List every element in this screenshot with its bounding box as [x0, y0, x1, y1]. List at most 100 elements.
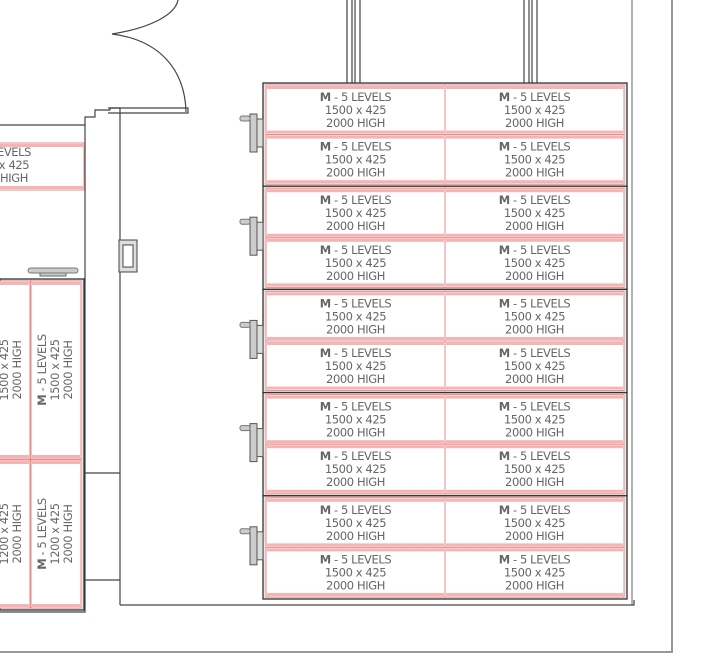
carriage-handle-icon[interactable] [249, 319, 258, 359]
bay-size: 1500 x 425 [325, 462, 386, 476]
bay-height: 2000 HIGH [505, 219, 564, 233]
rack-beam [446, 337, 623, 340]
bay-height: 2000 HIGH [10, 341, 24, 400]
bay-code: M [35, 559, 49, 570]
rack-beam [446, 283, 623, 287]
bay-height: 2000 HIGH [61, 505, 75, 564]
rack-beam [446, 489, 623, 493]
handle-grip [239, 115, 251, 122]
rack-beam [267, 593, 444, 596]
bay-size: 1200 x 425 [0, 503, 11, 564]
bay-levels: - 5 LEVELS [331, 296, 392, 310]
bay-code: M [320, 243, 331, 257]
bay-height: 2000 HIGH [326, 116, 385, 130]
rack-beam [267, 233, 444, 237]
rack-beam [32, 604, 80, 607]
bay-levels: - 5 LEVELS [331, 552, 392, 566]
handle-mount [256, 118, 264, 148]
bay-levels: - 5 LEVELS [510, 296, 571, 310]
carriage-handle-icon[interactable] [249, 216, 258, 256]
bay-height: 2000 HIGH [505, 475, 564, 489]
rack-bay [265, 443, 446, 495]
bay-level-label: M - 5 LEVELS [499, 346, 571, 360]
bay-height: 2000 HIGH [505, 166, 564, 180]
bay-level-label: M - 5 LEVELS [320, 296, 392, 310]
room-bottom-wall [120, 600, 635, 606]
bay-height: 2000 HIGH [505, 116, 564, 130]
rack-beam [267, 130, 444, 134]
bay-levels: - 5 LEVELS [510, 552, 571, 566]
bay-levels: - 5 LEVELS [331, 193, 392, 207]
bay-level-label: M - 5 LEVELS [499, 296, 571, 310]
bay-height: 2000 HIGH [326, 578, 385, 592]
bay-code: M [320, 400, 331, 414]
rack-beam [267, 543, 444, 547]
rack-bay [265, 340, 446, 392]
rack-bay [30, 459, 82, 609]
bay-height: 2000 HIGH [326, 219, 385, 233]
door-swing-arc [111, 33, 187, 113]
bay-code: M [499, 90, 510, 104]
rack-beam [0, 604, 29, 607]
bay-size: 1500 x 425 [325, 153, 386, 167]
bay-code: M [320, 140, 331, 154]
bay-levels: - 5 LEVELS [510, 140, 571, 154]
rack-beam [267, 489, 444, 493]
bay-height: 2000 HIGH [505, 426, 564, 440]
rack-bay [265, 497, 446, 548]
carriage-handle-icon[interactable] [249, 113, 258, 153]
bay-levels: - 5 LEVELS [331, 243, 392, 257]
rack-bay [444, 237, 625, 288]
bay-levels: - 5 LEVELS [510, 90, 571, 104]
carriage-handle-icon[interactable] [249, 526, 258, 566]
rack-beam [267, 189, 444, 193]
rack-bay [265, 237, 446, 288]
handle-grip [239, 528, 251, 535]
bay-level-label: M - 5 LEVELS [320, 552, 392, 566]
rack-bay [0, 280, 31, 460]
rack-beam [0, 455, 29, 458]
rack-beam [446, 342, 623, 345]
bay-level-label: M - 5 LEVELS [35, 498, 49, 570]
rack-bay [444, 134, 625, 185]
bay-size: 1500 x 425 [504, 462, 565, 476]
carriage-handle-icon[interactable] [249, 423, 258, 463]
bay-code: M [320, 193, 331, 207]
rack-beam [446, 233, 623, 237]
rack-beam [0, 461, 29, 464]
bay-level-label: M - 5 LEVELS [320, 193, 392, 207]
bay-levels: - 5 LEVELS [331, 400, 392, 414]
bay-level-label: M - 5 LEVELS [320, 140, 392, 154]
bay-size: 1500 x 425 [504, 516, 565, 530]
bay-level-label: M - 5 LEVELS [499, 90, 571, 104]
handle-mount [256, 221, 264, 251]
rack-beam [446, 440, 623, 444]
bay-height: 2000 HIGH [505, 322, 564, 336]
rack-bay [444, 290, 625, 342]
rack-beam [0, 144, 83, 147]
bay-size: 1500 x 425 [504, 256, 565, 270]
rack-beam [267, 386, 444, 390]
bay-code: M [320, 449, 331, 463]
door-leaf [108, 107, 189, 114]
